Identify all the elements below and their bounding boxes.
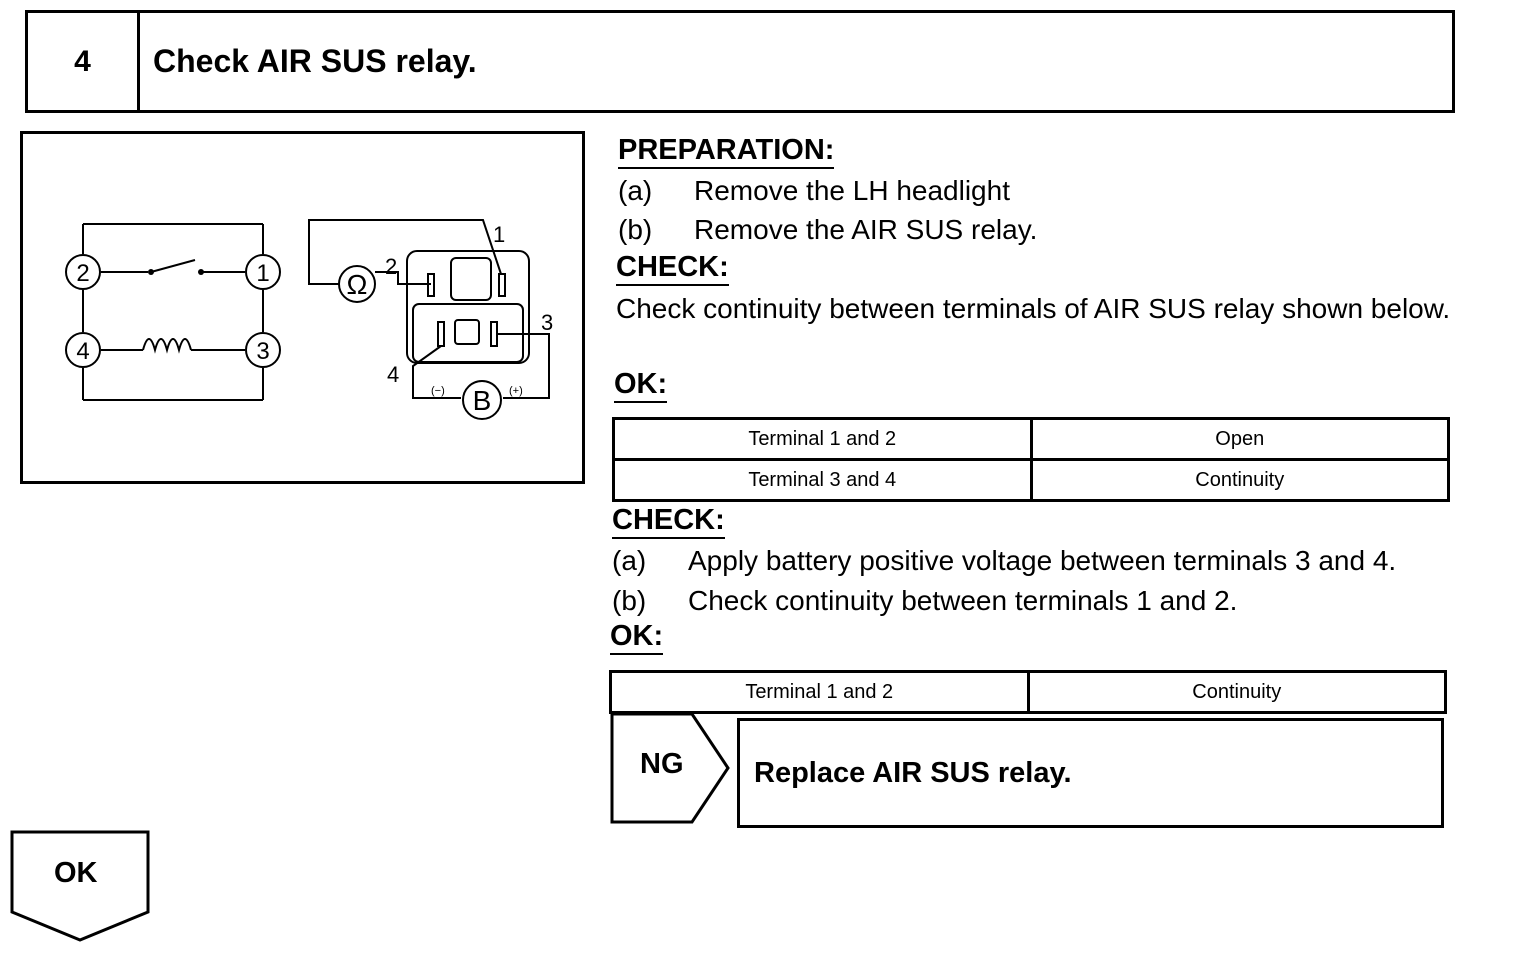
table-row: Terminal 1 and 2 Open xyxy=(612,417,1450,461)
continuity-spec-table: Terminal 1 and 2 Open Terminal 3 and 4 C… xyxy=(612,417,1450,502)
check-description: Check continuity between terminals of AI… xyxy=(616,293,1451,324)
ng-label: NG xyxy=(640,748,684,780)
ok-heading: OK: xyxy=(610,620,664,655)
step-number: 4 xyxy=(28,13,140,110)
item-text: Remove the AIR SUS relay. xyxy=(694,214,1038,245)
callout-1: 1 xyxy=(493,222,505,247)
battery-positive-label: (+) xyxy=(509,385,523,397)
terminal-cell: Terminal 1 and 2 xyxy=(609,670,1030,714)
battery-icon: B xyxy=(473,385,492,416)
item-text: Apply battery positive voltage between t… xyxy=(688,545,1397,576)
condition-cell: Open xyxy=(1029,417,1450,461)
table-row: Terminal 3 and 4 Continuity xyxy=(612,458,1450,502)
step-header: 4 Check AIR SUS relay. xyxy=(25,10,1455,113)
ok-arrow-shape xyxy=(10,830,150,942)
check-item: (a) Apply battery positive voltage betwee… xyxy=(612,545,1396,577)
relay-diagram: 2 1 4 3 1 2 3 4 Ω B (−) (+) xyxy=(20,131,585,484)
ng-action-box: Replace AIR SUS relay. xyxy=(737,718,1444,828)
terminal-3-label: 3 xyxy=(256,338,269,365)
ok-heading: OK: xyxy=(614,368,668,403)
callout-4: 4 xyxy=(387,362,399,387)
item-label: (b) xyxy=(612,585,647,616)
callout-3: 3 xyxy=(541,310,553,335)
preparation-item: (b) Remove the AIR SUS relay. xyxy=(618,214,1037,246)
check-item: (b) Check continuity between terminals 1 … xyxy=(612,585,1237,617)
relay-circuit-figure: 2 1 4 3 1 2 3 4 Ω B (−) (+) xyxy=(65,219,553,420)
ohmmeter-icon: Ω xyxy=(347,269,368,300)
item-label: (a) xyxy=(612,545,647,576)
check-heading: CHECK: xyxy=(616,251,729,286)
terminal-cell: Terminal 1 and 2 xyxy=(612,417,1033,461)
preparation-item: (a) Remove the LH headlight xyxy=(618,175,1010,207)
continuity-spec-table: Terminal 1 and 2 Continuity xyxy=(609,670,1447,714)
condition-cell: Continuity xyxy=(1029,458,1450,502)
item-label: (b) xyxy=(618,214,653,245)
ok-label: OK xyxy=(54,857,98,889)
check-heading: CHECK: xyxy=(612,504,725,539)
terminal-cell: Terminal 3 and 4 xyxy=(612,458,1033,502)
ng-arrow-shape xyxy=(610,712,730,824)
ng-action-text: Replace AIR SUS relay. xyxy=(754,756,1072,789)
condition-cell: Continuity xyxy=(1026,670,1447,714)
callout-2: 2 xyxy=(385,254,397,279)
table-row: Terminal 1 and 2 Continuity xyxy=(609,670,1447,714)
item-text: Check continuity between terminals 1 and… xyxy=(688,585,1238,616)
preparation-heading: PREPARATION: xyxy=(618,134,835,169)
terminal-1-label: 1 xyxy=(256,260,269,287)
terminal-4-label: 4 xyxy=(76,338,89,365)
terminal-2-label: 2 xyxy=(76,260,89,287)
step-title: Check AIR SUS relay. xyxy=(153,43,477,79)
battery-negative-label: (−) xyxy=(431,385,445,397)
item-text: Remove the LH headlight xyxy=(694,175,1010,206)
item-label: (a) xyxy=(618,175,653,206)
